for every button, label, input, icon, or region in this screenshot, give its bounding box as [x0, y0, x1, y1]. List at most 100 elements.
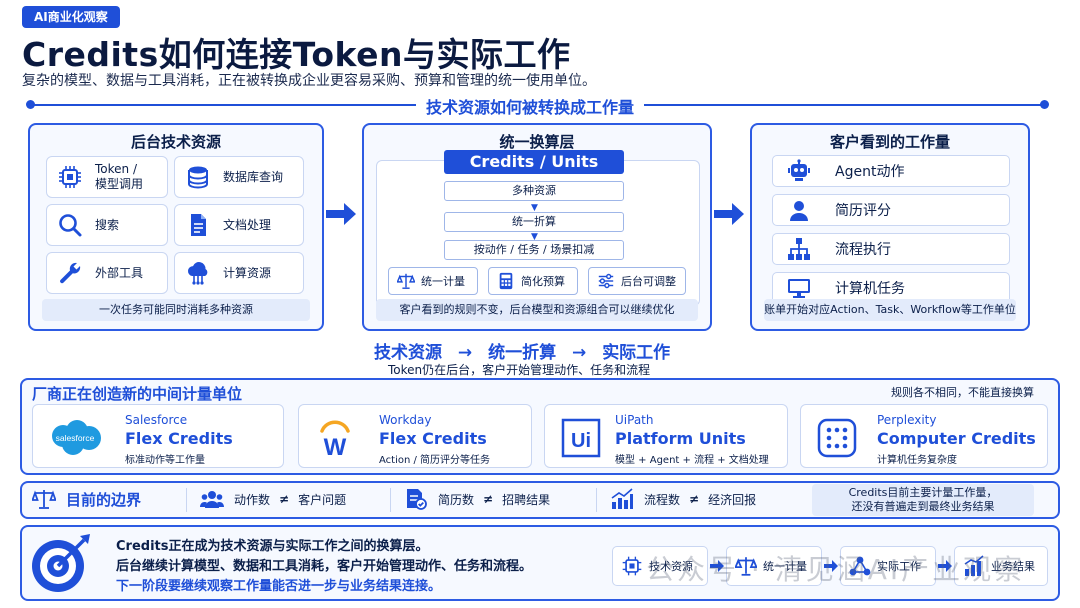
- resume-check-icon: [407, 489, 427, 510]
- backend-resources-panel: 后台技术资源 Token / 模型调用 数据库查询 搜索 文档处理 外部工具 计…: [28, 123, 324, 331]
- workload-card-flow: 流程执行: [772, 233, 1010, 265]
- boundary-title: 目前的边界: [66, 490, 142, 509]
- chain-label: 技术资源: [649, 560, 693, 573]
- workload-label: 简历评分: [835, 203, 891, 219]
- arrow-right-icon: [938, 560, 952, 572]
- boundary-left: 简历数: [438, 492, 475, 507]
- feature-label: 后台可调整: [621, 275, 676, 288]
- resource-card-tools: 外部工具: [46, 252, 168, 294]
- wrench-icon: [60, 262, 81, 284]
- boundary-title-group: 目前的边界: [32, 488, 141, 510]
- arrow-right-icon: [326, 203, 356, 225]
- calculator-icon: [499, 272, 513, 290]
- resource-card-token: Token / 模型调用: [46, 156, 168, 198]
- resource-card-search: 搜索: [46, 204, 168, 246]
- customer-footer: 账单开始对应Action、Task、Workflow等工作单位: [764, 299, 1016, 321]
- scale-icon: [735, 557, 757, 576]
- vendor-unit: Flex Credits: [125, 429, 233, 448]
- resource-label: Token / 模型调用: [95, 162, 144, 191]
- flow-item: 统一折算: [488, 343, 557, 363]
- not-equal-sign: ≠: [279, 492, 290, 506]
- boundary-separator: [390, 488, 391, 512]
- vendor-desc: 标准动作等工作量: [125, 455, 205, 466]
- monitor-icon: [788, 279, 810, 298]
- chain-card-result: 业务结果: [954, 546, 1048, 586]
- vendor-card-salesforce: salesforce Salesforce Flex Credits 标准动作等…: [32, 404, 284, 468]
- arrow-right-icon: [714, 203, 744, 225]
- vendors-note: 规则各不相同，不能直接换算: [891, 386, 1034, 399]
- divider-dot-right: [1040, 100, 1049, 109]
- backend-panel-title: 后台技术资源: [130, 133, 221, 151]
- workload-card-computer: 计算机任务: [772, 272, 1010, 304]
- arrow-right-icon: [710, 560, 724, 572]
- resource-card-database: 数据库查询: [174, 156, 304, 198]
- page-subtitle: 复杂的模型、数据与工具消耗，正在被转换成企业更容易采购、预算和管理的统一使用单位…: [22, 73, 596, 89]
- not-equal-sign: ≠: [483, 492, 494, 506]
- vendor-unit: Platform Units: [615, 429, 746, 448]
- boundary-right: 客户问题: [298, 492, 347, 507]
- resource-label: 文档处理: [223, 217, 272, 232]
- exchange-panel-title: 统一换算层: [499, 133, 575, 151]
- vendor-name: Salesforce: [125, 413, 188, 427]
- perplexity-logo: [817, 418, 857, 458]
- bar-chart-icon: [611, 488, 633, 509]
- feature-card-budget: 简化预算: [488, 267, 578, 295]
- resource-card-compute: 计算资源: [174, 252, 304, 294]
- person-icon: [790, 201, 808, 221]
- feature-card-adjustable: 后台可调整: [588, 267, 686, 295]
- workload-label: 流程执行: [835, 242, 891, 258]
- backend-footer: 一次任务可能同时消耗多种资源: [42, 299, 310, 321]
- workload-label: 计算机任务: [835, 281, 905, 297]
- document-icon: [191, 214, 206, 236]
- boundary-note: Credits目前主要计量工作量， 还没有普遍走到最终业务结果: [812, 484, 1034, 516]
- page-title: Credits如何连接Token与实际工作: [22, 35, 571, 74]
- vendor-unit: Flex Credits: [379, 429, 487, 448]
- resource-label: 外部工具: [95, 265, 144, 280]
- boundary-item-resumes: 简历数 ≠ 招聘结果: [404, 488, 550, 510]
- boundary-separator: [186, 488, 187, 512]
- boundary-left: 流程数: [644, 492, 681, 507]
- vendor-card-uipath: Ui UiPath Platform Units 模型 + Agent + 流程…: [544, 404, 788, 468]
- vendor-card-workday: W Workday Flex Credits Action / 简历评分等任务: [298, 404, 532, 468]
- conclusion-line-2: 后台继续计算模型、数据和工具消耗，客户开始管理动作、任务和流程。: [116, 559, 533, 574]
- boundary-item-actions: 动作数 ≠ 客户问题: [200, 488, 346, 510]
- workday-logo: W: [320, 420, 350, 458]
- vendor-desc: 计算机任务复杂度: [877, 455, 957, 466]
- vendor-unit: Computer Credits: [877, 429, 1036, 448]
- chip-icon: [59, 166, 81, 188]
- cloud-compute-icon: [187, 262, 208, 285]
- arrow-right-icon: [824, 560, 838, 572]
- chain-card-work: 实际工作: [840, 546, 936, 586]
- vendor-name: Workday: [379, 413, 432, 427]
- exchange-layer-panel: 统一换算层 Credits / Units 多种资源 ▼ 统一折算 ▼ 按动作 …: [362, 123, 712, 331]
- exchange-step: 按动作 / 任务 / 场景扣减: [444, 240, 624, 260]
- chain-card-tech: 技术资源: [612, 546, 708, 586]
- flowchart-icon: [788, 238, 810, 260]
- category-tag: AI商业化观察: [22, 6, 120, 28]
- uipath-logo-text: Ui: [571, 430, 591, 452]
- arrow-down-icon: ▼: [531, 232, 538, 242]
- scale-icon: [32, 490, 56, 509]
- exchange-footer: 客户看到的规则不变，后台模型和资源组合可以继续优化: [376, 299, 698, 321]
- resource-card-document: 文档处理: [174, 204, 304, 246]
- resource-label: 数据库查询: [223, 169, 284, 184]
- flow-arrow: →: [572, 343, 587, 363]
- chain-label: 实际工作: [877, 560, 921, 573]
- customer-workload-panel: 客户看到的工作量 Agent动作 简历评分 流程执行 计算机任务 账单开始对应A…: [750, 123, 1030, 331]
- feature-label: 统一计量: [421, 275, 465, 288]
- vendor-name: UiPath: [615, 413, 654, 427]
- database-icon: [188, 166, 208, 189]
- boundary-left: 动作数: [234, 492, 271, 507]
- not-equal-sign: ≠: [689, 492, 700, 506]
- users-icon: [200, 491, 224, 508]
- uipath-logo: Ui: [561, 418, 601, 458]
- vendor-card-perplexity: Perplexity Computer Credits 计算机任务复杂度: [800, 404, 1048, 468]
- chain-label: 统一计量: [763, 560, 807, 573]
- flow-arrow: →: [457, 343, 473, 363]
- workload-label: Agent动作: [835, 164, 905, 180]
- conclusion-line-3: 下一阶段要继续观察工作量能否进一步与业务结果连接。: [116, 579, 442, 594]
- credits-units-label: Credits / Units: [444, 150, 624, 174]
- flow-item: 技术资源: [374, 343, 442, 363]
- salesforce-logo-text: salesforce: [56, 433, 95, 443]
- growth-chart-icon: [964, 555, 984, 576]
